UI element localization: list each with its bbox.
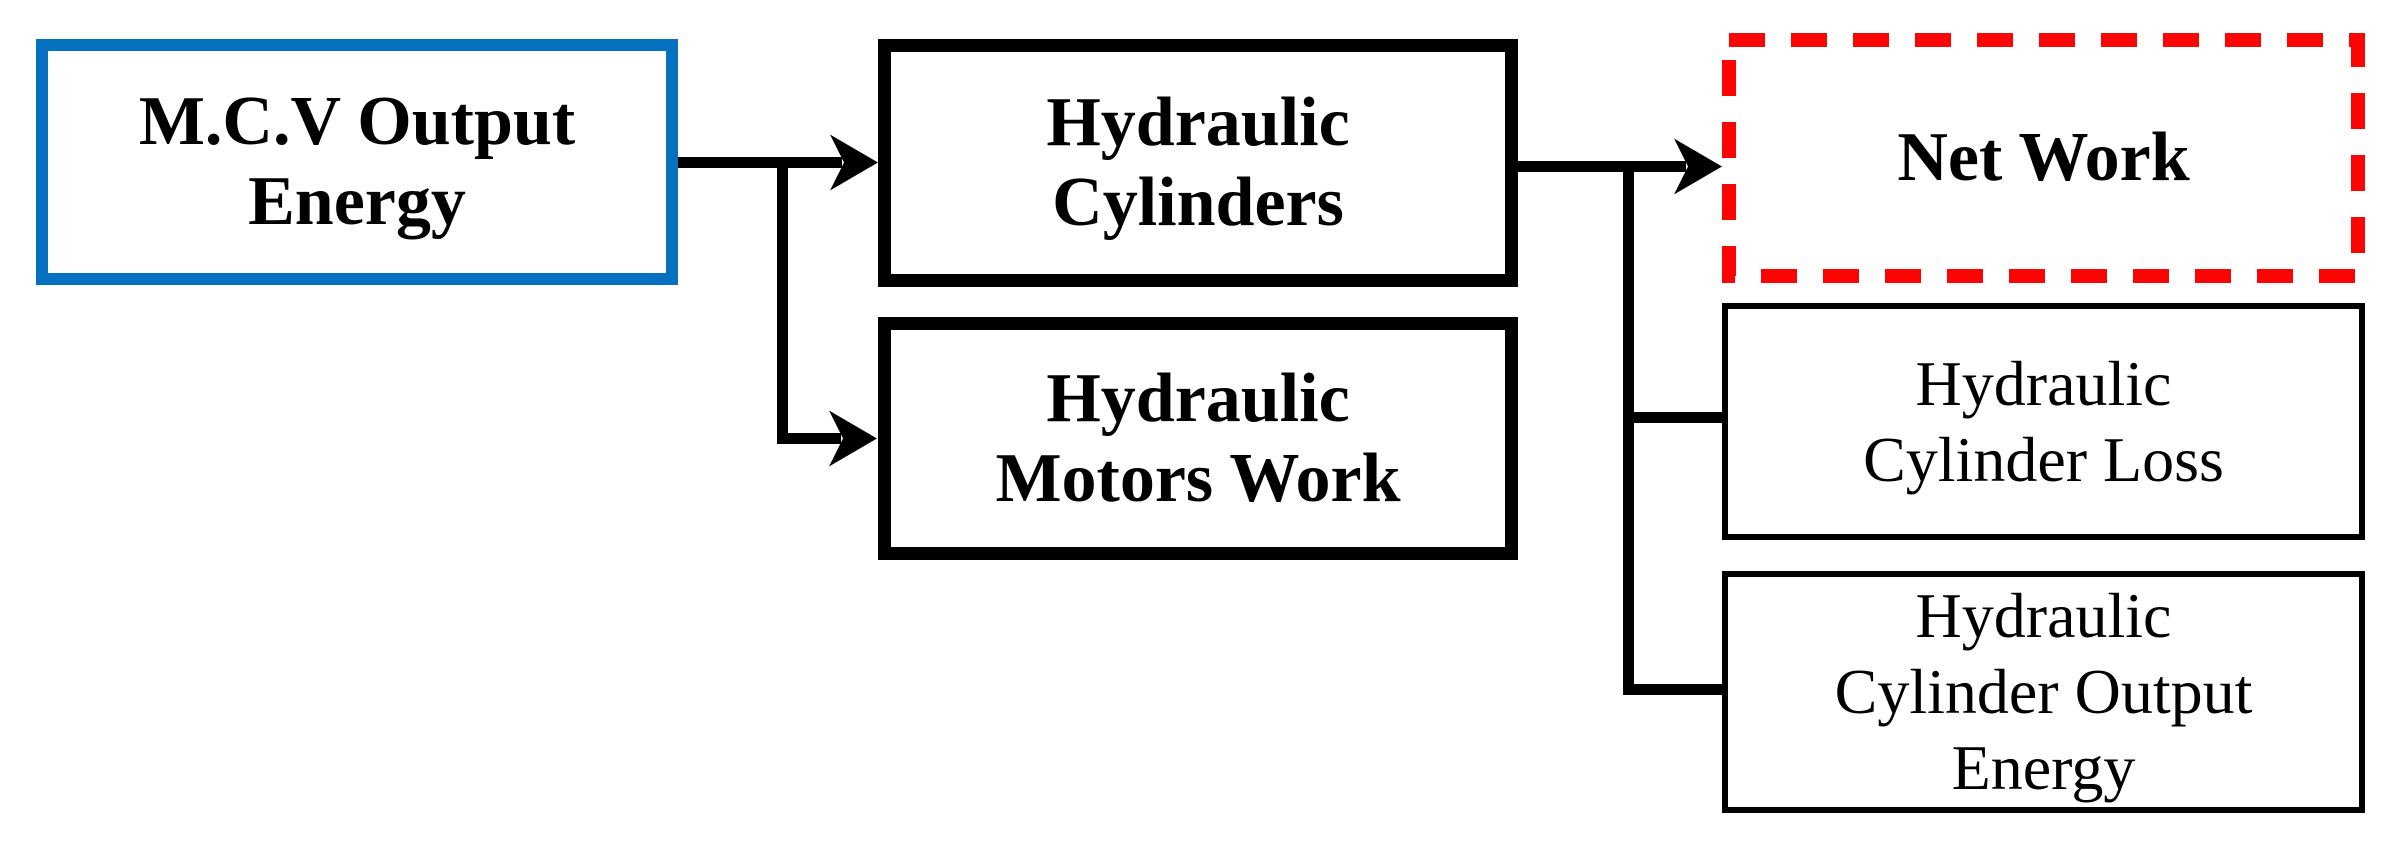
- arrowhead-cylinders-to-networkk: [1674, 138, 1722, 195]
- arrowhead-mcv-to-motors: [829, 410, 877, 467]
- hydraulic-cylinder-output-energy-line-2: Cylinder Output: [1834, 656, 2253, 727]
- hydraulic-cylinders-line-2: Cylinders: [1052, 164, 1344, 241]
- hydraulic-cylinder-output-energy-line-1: Hydraulic: [1915, 580, 2172, 651]
- hydraulic-motors-work-line-2: Motors Work: [995, 439, 1401, 517]
- hydraulic-cylinder-output-energy-line-3: Energy: [1951, 732, 2136, 803]
- hydraulic-cylinder-loss-line-2: Cylinder Loss: [1863, 423, 2224, 495]
- hydraulic-cylinders-line-1: Hydraulic: [1046, 84, 1350, 161]
- mcv-output-energy-line-1: M.C.V Output: [138, 83, 576, 160]
- hydraulic-motors-work-line-1: Hydraulic: [1046, 359, 1350, 437]
- arrowhead-mcv-to-cylinders: [830, 134, 878, 191]
- box-hydraulic-cylinder-output-energy: Hydraulic Cylinder Output Energy: [1722, 571, 2365, 813]
- box-hydraulic-cylinder-loss: Hydraulic Cylinder Loss: [1722, 303, 2365, 540]
- net-work-dashed-border: [1722, 33, 2365, 283]
- net-work-line-1: Net Work: [1897, 119, 2190, 196]
- box-hydraulic-motors-work: Hydraulic Motors Work: [878, 317, 1518, 560]
- box-hydraulic-cylinders: Hydraulic Cylinders: [878, 39, 1518, 287]
- hydraulic-cylinder-loss-line-1: Hydraulic: [1915, 347, 2172, 419]
- box-mcv-output-energy: M.C.V Output Energy: [36, 39, 678, 285]
- mcv-output-energy-line-2: Energy: [248, 163, 466, 240]
- box-net-work: Net Work: [1722, 33, 2365, 283]
